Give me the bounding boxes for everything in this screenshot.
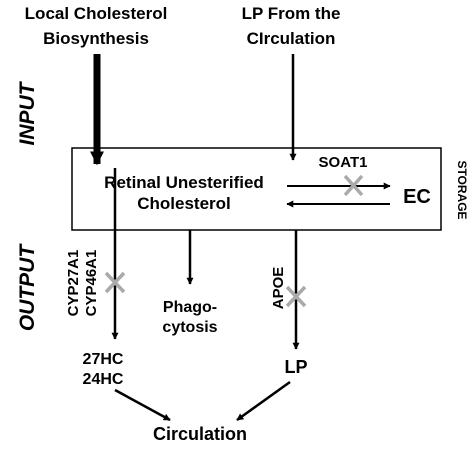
27hc-label: 27HC [83, 351, 124, 368]
local-biosynthesis-label-line1: Local Cholesterol [25, 4, 168, 23]
phagocytosis-label-line1: Phago- [163, 299, 217, 316]
box-title-line2: Cholesterol [137, 194, 231, 213]
oxysterol-to-circulation-arrow [114, 388, 171, 422]
local-biosynthesis-label-line2: Biosynthesis [43, 29, 149, 48]
lp-circulation-label-line1: LP From the [242, 4, 341, 23]
retinal-cholesterol-box [71, 147, 442, 231]
24hc-label: 24HC [83, 371, 124, 388]
cyp46a1-label: CYP46A1 [83, 250, 100, 317]
circulation-label: Circulation [153, 424, 247, 444]
box-title-line1: Retinal Unesterified [104, 173, 264, 192]
lp-to-circulation-arrow [236, 380, 291, 422]
output-side-label: OUTPUT [16, 243, 39, 332]
phagocytosis-label-line2: cytosis [162, 319, 217, 336]
cyp27a1-label: CYP27A1 [65, 250, 82, 317]
apoe-label: APOE [270, 267, 287, 310]
soat1-inhibition-x-icon [343, 174, 364, 197]
lp-output-label: LP [284, 357, 307, 377]
storage-side-label: STORAGE [455, 160, 469, 219]
input-side-label: INPUT [16, 80, 39, 145]
lp-circulation-label-line2: CIrculation [247, 29, 336, 48]
apoe-inhibition-x-icon [285, 285, 307, 308]
cyp-inhibition-x-icon [104, 271, 126, 294]
ec-label: EC [403, 186, 431, 208]
soat1-label: SOAT1 [319, 154, 368, 171]
